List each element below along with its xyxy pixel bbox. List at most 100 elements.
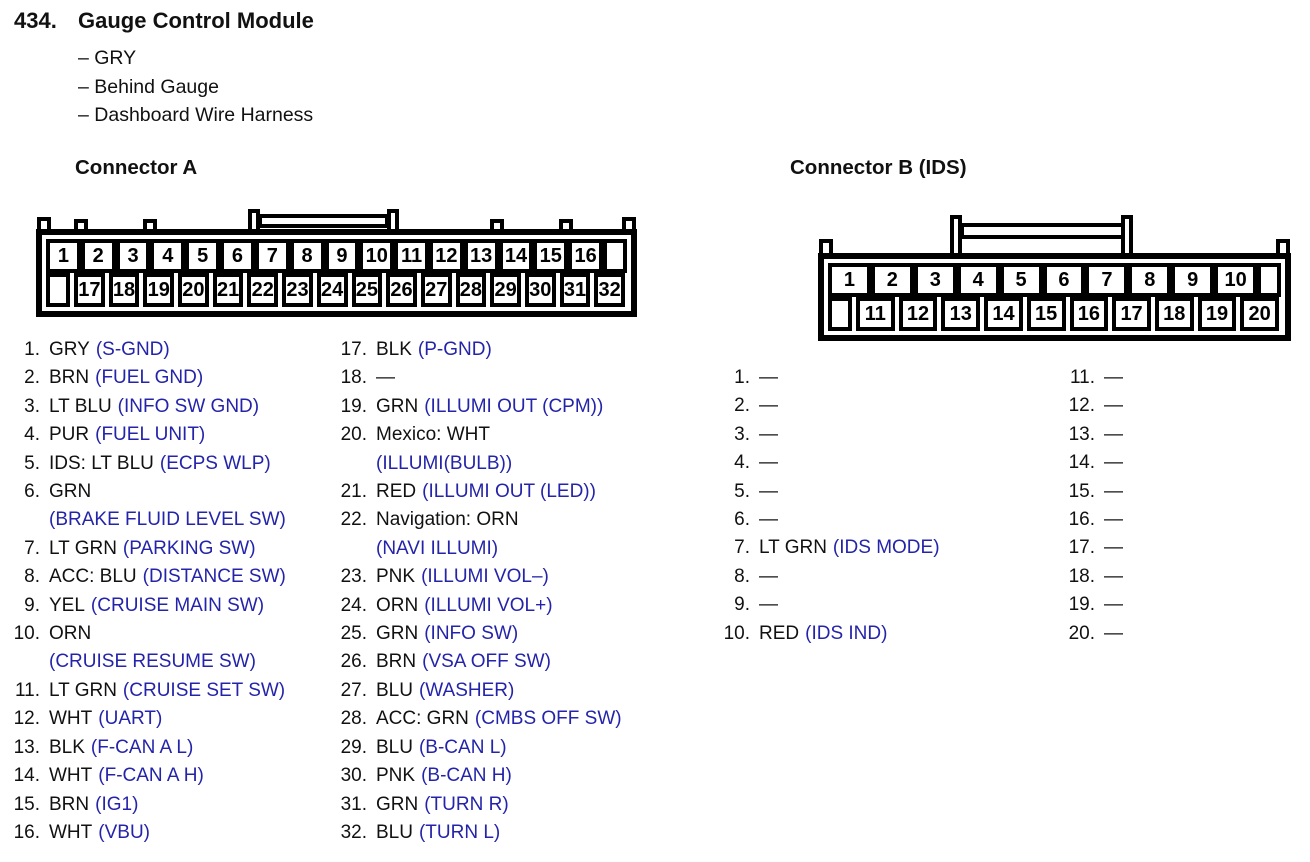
pin-list-item: 2.— xyxy=(710,392,940,420)
pin-list-item: 19.— xyxy=(1055,591,1123,619)
pin-description: IDS: LT BLU(ECPS WLP) xyxy=(49,450,271,478)
pin-number: 6. xyxy=(734,509,750,531)
pin-number: 18. xyxy=(340,367,367,389)
pin-list-item: 11.— xyxy=(1055,364,1123,392)
wire-color: BLK xyxy=(49,736,85,758)
pin-number: 28. xyxy=(340,708,367,730)
pin-description: WHT(F-CAN A H) xyxy=(49,762,204,790)
pin-function: (CRUISE RESUME SW) xyxy=(49,651,256,673)
pin-description: LT GRN(PARKING SW) xyxy=(49,535,256,563)
connector-b-heading: Connector B (IDS) xyxy=(790,156,967,179)
pin-function: (BRAKE FLUID LEVEL SW) xyxy=(49,509,286,531)
pin-number: 3. xyxy=(734,423,750,445)
pin-list-item: 20.— xyxy=(1055,620,1123,648)
pin-list-item: 10.RED(IDS IND) xyxy=(710,620,940,648)
pin-cavity-6: 6 xyxy=(220,239,255,273)
pin-list-item: 25.GRN(INFO SW) xyxy=(327,620,622,648)
pin-list-item: 20.Mexico: WHT(ILLUMI(BULB)) xyxy=(327,421,622,478)
wire-color: BRN xyxy=(49,367,90,389)
pin-description: ACC: GRN(CMBS OFF SW) xyxy=(376,705,622,733)
pin-function: (PARKING SW) xyxy=(122,537,256,559)
wire-color: — xyxy=(1104,395,1123,417)
section-number: 434. xyxy=(14,8,57,33)
pin-list-item: 27.BLU(WASHER) xyxy=(327,677,622,705)
pin-number: 20. xyxy=(1068,622,1095,644)
pin-list-item: 17.BLK(P-GND) xyxy=(327,336,622,364)
pin-cavity-21: 21 xyxy=(212,273,244,307)
pin-list-item: 30.PNK(B-CAN H) xyxy=(327,762,622,790)
pin-list-item: 16.WHT(VBU) xyxy=(0,819,286,847)
pin-cavity-19: 19 xyxy=(143,273,175,307)
latch-bar xyxy=(258,214,389,228)
pin-cavity-22: 22 xyxy=(247,273,279,307)
pin-description: GRN(BRAKE FLUID LEVEL SW) xyxy=(49,478,286,535)
pin-function: (P-GND) xyxy=(417,339,492,360)
pin-cavity-5: 5 xyxy=(185,239,221,273)
pin-number: 20. xyxy=(340,424,367,446)
pin-description: — xyxy=(759,364,778,392)
pin-cavity-12: 12 xyxy=(898,297,938,331)
pin-list-item: 13.— xyxy=(1055,421,1123,449)
pin-list-item: 10.ORN(CRUISE RESUME SW) xyxy=(0,620,286,677)
pin-number: 16. xyxy=(1068,509,1095,531)
pin-function: (ILLUMI VOL–) xyxy=(421,566,549,588)
pin-number: 31. xyxy=(340,793,367,815)
pin-list-item: 7.LT GRN(PARKING SW) xyxy=(0,535,286,563)
pin-list-item: 4.PUR(FUEL UNIT) xyxy=(0,421,286,449)
pin-number: 29. xyxy=(340,736,367,758)
pin-cavity-16: 16 xyxy=(568,239,603,273)
pin-description: RED(ILLUMI OUT (LED)) xyxy=(376,478,596,506)
pin-description: BLU(TURN L) xyxy=(376,819,500,847)
pin-number: 16. xyxy=(13,821,40,843)
page-title: Gauge Control Module xyxy=(78,8,314,33)
pin-cavity-25: 25 xyxy=(351,273,383,307)
pin-cavity-10: 10 xyxy=(359,239,395,273)
wire-color: YEL xyxy=(49,594,85,616)
pin-description: GRY(S-GND) xyxy=(49,336,170,364)
pin-description: BLU(B-CAN L) xyxy=(376,734,507,762)
pin-description: BRN(FUEL GND) xyxy=(49,364,203,392)
pin-description: Navigation: ORN(NAVI ILLUMI) xyxy=(376,506,519,563)
wire-color: GRN xyxy=(376,793,419,815)
wire-color: BRN xyxy=(49,793,90,815)
wire-color: RED xyxy=(759,622,800,644)
pin-description: — xyxy=(759,591,778,619)
connector-b-pin-list-col1: 1.—2.—3.—4.—5.—6.—7.LT GRN(IDS MODE)8.—9… xyxy=(710,364,940,648)
pin-list-item: 4.— xyxy=(710,449,940,477)
pin-cavity-8: 8 xyxy=(1128,263,1172,297)
pin-description: LT GRN(CRUISE SET SW) xyxy=(49,677,285,705)
pin-list-item: 1.GRY(S-GND) xyxy=(0,336,286,364)
wire-color: WHT xyxy=(49,821,93,843)
pin-list-item: 31. GRN(TURN R) xyxy=(327,791,622,819)
pin-number: 19. xyxy=(340,395,367,417)
pin-cavity-5: 5 xyxy=(999,263,1043,297)
wire-color: LT GRN xyxy=(49,679,117,701)
pin-function: (FUEL UNIT) xyxy=(95,424,206,446)
pin-function: (IDS MODE) xyxy=(832,537,940,559)
pin-description: LT GRN(IDS MODE) xyxy=(759,534,940,562)
wire-color: LT GRN xyxy=(759,537,827,559)
pin-function: (ILLUMI VOL+) xyxy=(424,594,553,616)
pin-description: — xyxy=(1104,534,1123,562)
blank-cell xyxy=(603,239,627,273)
pin-cavity-9: 9 xyxy=(1171,263,1215,297)
pin-cavity-13: 13 xyxy=(941,297,981,331)
pin-description: GRN(TURN R) xyxy=(376,791,509,819)
pin-list-item: 14.WHT(F-CAN A H) xyxy=(0,762,286,790)
pin-cavity-26: 26 xyxy=(386,273,417,307)
pin-number: 17. xyxy=(1068,537,1095,559)
pin-number: 8. xyxy=(24,566,40,588)
pin-function: (ILLUMI(BULB)) xyxy=(376,452,513,474)
pin-cavity-20: 20 xyxy=(1240,297,1280,331)
pin-list-item: 15.— xyxy=(1055,478,1123,506)
pin-description: — xyxy=(1104,591,1123,619)
pin-list-item: 32.BLU(TURN L) xyxy=(327,819,622,847)
pin-number: 7. xyxy=(734,537,750,559)
pin-number: 23. xyxy=(340,566,367,588)
wire-color: — xyxy=(759,594,778,616)
pin-cavity-9: 9 xyxy=(324,239,360,273)
pin-description: YEL(CRUISE MAIN SW) xyxy=(49,592,264,620)
pin-list-item: 13.BLK(F-CAN A L) xyxy=(0,734,286,762)
